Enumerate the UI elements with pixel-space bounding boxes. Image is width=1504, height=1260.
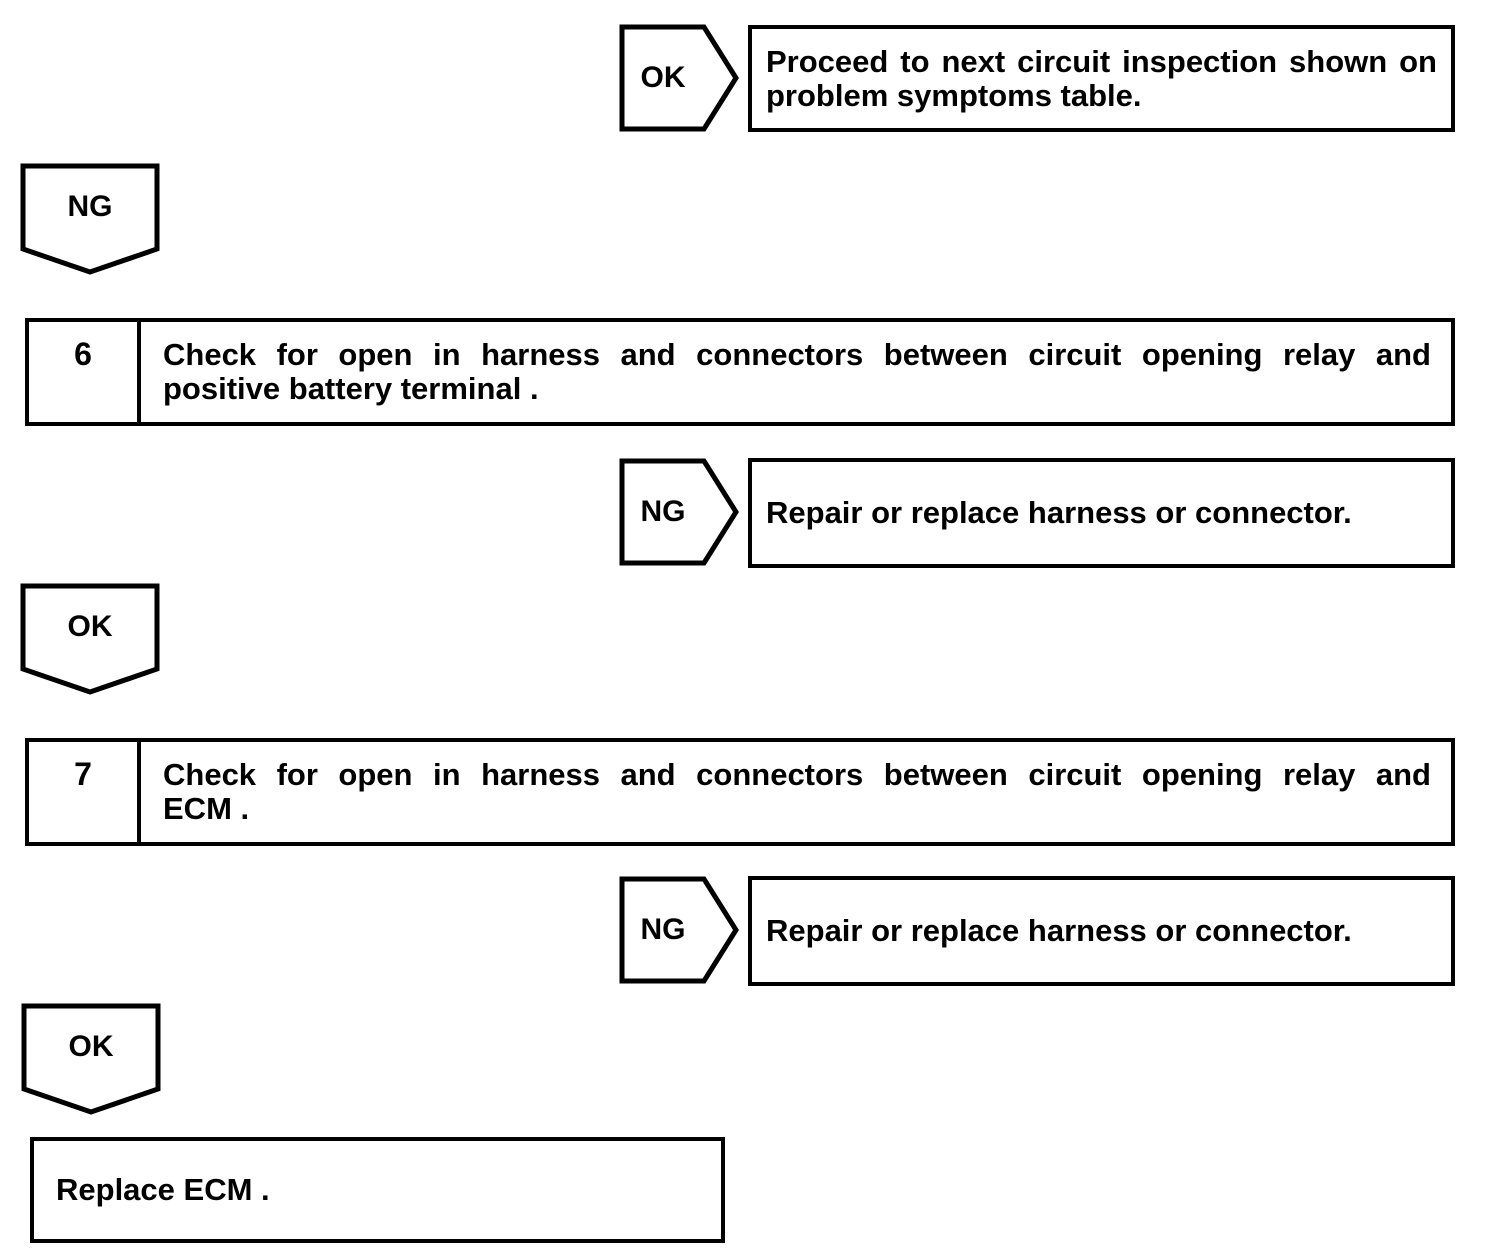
repair-result-box-1: Repair or replace harness or connector. <box>748 458 1455 568</box>
right-arrow-shape <box>619 24 739 132</box>
replace-ecm-text: Replace ECM . <box>56 1172 270 1207</box>
ok-connector-down-1: OK <box>20 583 160 695</box>
connector-label: NG <box>640 495 686 528</box>
connector-label: OK <box>640 61 686 94</box>
step-6-box: 6 Check for open in harness and connecto… <box>25 318 1455 426</box>
step-7-box: 7 Check for open in harness and connecto… <box>25 738 1455 846</box>
repair-result-box-2: Repair or replace harness or connector. <box>748 876 1455 986</box>
step-7-line-2: ECM . <box>163 791 250 826</box>
right-arrow-shape <box>619 876 739 984</box>
replace-ecm-box: Replace ECM . <box>30 1137 725 1243</box>
down-pentagon-shape <box>20 163 160 275</box>
ok-connector-right-1: OK <box>619 24 739 132</box>
connector-label: OK <box>68 1030 114 1063</box>
repair-result-text: Repair or replace harness or connector. <box>766 913 1352 948</box>
proceed-result-line-2: problem symptoms table. <box>766 77 1142 113</box>
proceed-result-box: Proceed to next circuit inspection shown… <box>748 25 1455 132</box>
connector-label: NG <box>640 913 686 946</box>
proceed-result-line-1: Proceed to next circuit inspection shown… <box>766 43 1437 79</box>
connector-label: NG <box>67 190 113 223</box>
step-6-instruction: Check for open in harness and connectors… <box>141 322 1451 422</box>
connector-label: OK <box>67 610 113 643</box>
repair-result-text: Repair or replace harness or connector. <box>766 495 1352 530</box>
down-pentagon-shape <box>21 1003 161 1115</box>
ng-connector-down-1: NG <box>20 163 160 275</box>
ng-connector-right-2: NG <box>619 876 739 984</box>
step-7-line-1: Check for open in harness and connectors… <box>163 757 1431 792</box>
ok-connector-down-2: OK <box>21 1003 161 1115</box>
step-6-line-1: Check for open in harness and connectors… <box>163 337 1431 372</box>
step-7-instruction: Check for open in harness and connectors… <box>141 742 1451 842</box>
ng-connector-right-1: NG <box>619 458 739 566</box>
step-7-number: 7 <box>29 742 141 842</box>
step-6-line-2: positive battery terminal . <box>163 371 539 406</box>
right-arrow-shape <box>619 458 739 566</box>
step-6-number: 6 <box>29 322 141 422</box>
down-pentagon-shape <box>20 583 160 695</box>
